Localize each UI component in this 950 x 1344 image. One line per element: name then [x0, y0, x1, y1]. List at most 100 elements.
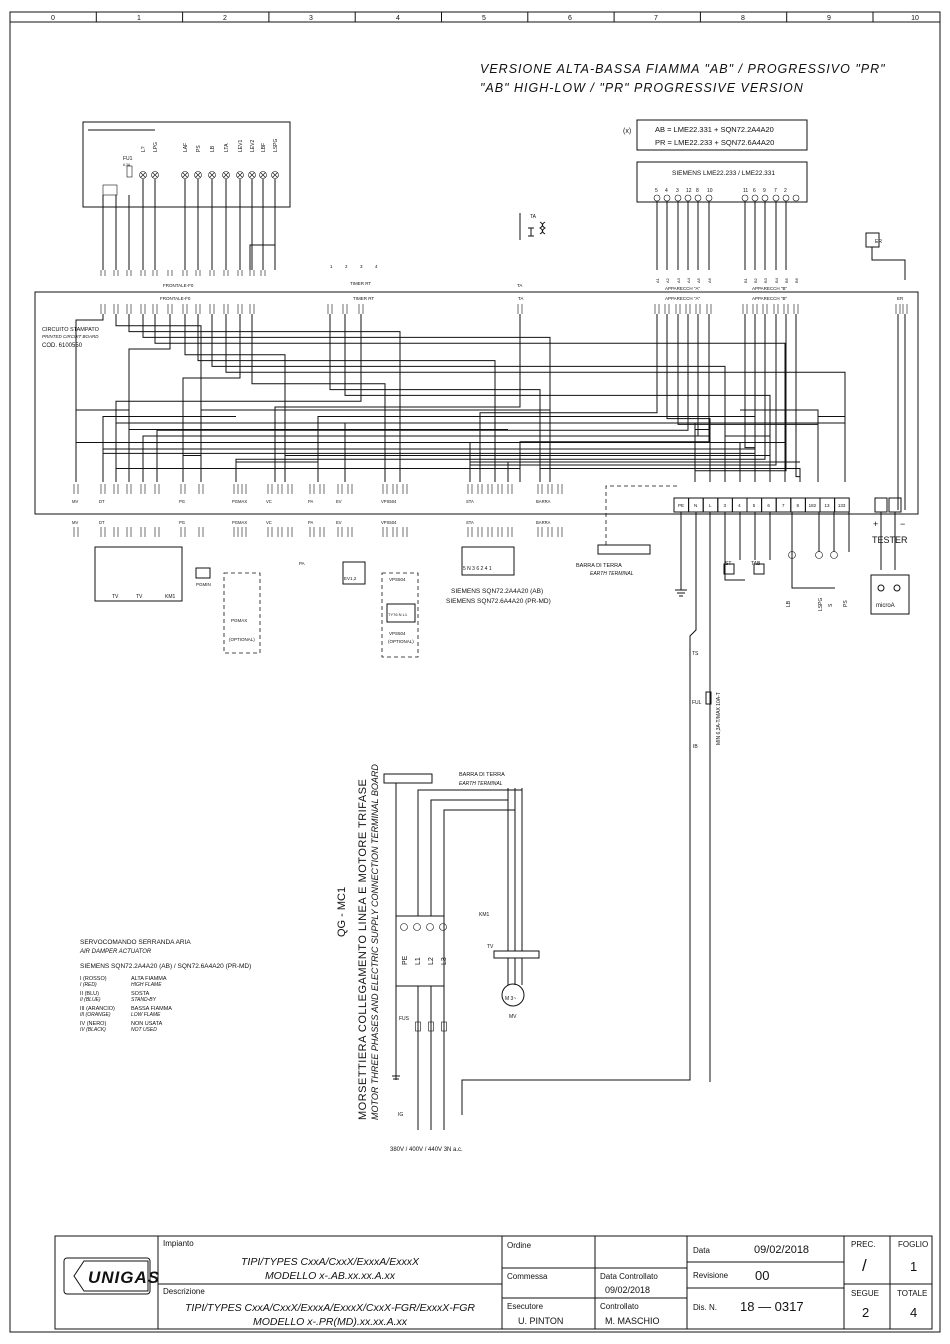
terminal-screw: [674, 194, 682, 202]
board-trace: [274, 468, 480, 482]
pin: [140, 270, 146, 276]
bottom-connector-label: EV: [336, 499, 342, 504]
totale-value: 4: [910, 1305, 917, 1320]
dis-label: Dis. N.: [693, 1303, 717, 1312]
ful-label: FUL: [692, 700, 702, 706]
board-trace: [897, 314, 906, 510]
field-devices: TV TV KM1 PGMIN PGMAX (OPTIONAL) PA EV1,…: [94, 546, 849, 658]
actuator-title-it: SERVOCOMANDO SERRANDA ARIA: [80, 939, 191, 946]
pin: [783, 304, 789, 314]
mv-label: MV: [509, 1014, 517, 1020]
pin: [167, 304, 173, 314]
pin: [654, 304, 660, 314]
data-controllato-label: Data Controllato: [600, 1272, 658, 1281]
switch-symbol: [102, 184, 118, 196]
bottom-connector-label: VPS504: [381, 520, 397, 525]
motor-terminal-screw: [413, 923, 421, 931]
revisione-value: 00: [755, 1268, 769, 1283]
legend-key-en: IV (BLACK): [80, 1027, 106, 1033]
motor-terminal-screw: [426, 923, 434, 931]
pin: [477, 527, 483, 537]
pin: [497, 527, 503, 537]
pin: [517, 304, 523, 314]
motor-label: M 3~: [505, 996, 516, 1002]
lspg-label: LSPG: [818, 598, 824, 611]
fuse-symbol: [415, 1021, 421, 1032]
legend-key: I (ROSSO): [80, 976, 107, 982]
ts-label: TS: [692, 651, 699, 657]
pin: [182, 304, 188, 314]
bottom-connector-label: PA: [308, 499, 313, 504]
bottom-connector-label: EV: [336, 520, 342, 525]
vps-label: VPS504: [389, 577, 406, 582]
board-label-en: PRINTED CIRCUIT BOARD: [42, 334, 99, 339]
board-trace: [400, 442, 471, 482]
board-wiring: [75, 314, 906, 510]
pin: [402, 527, 408, 537]
board-trace: [183, 455, 202, 482]
pin: [487, 484, 493, 494]
pin: [241, 484, 247, 494]
segue-value: 2: [862, 1305, 869, 1320]
ev-label: EV1,2: [344, 576, 357, 581]
fu1-label: FU1: [123, 156, 133, 162]
sqn-pins: 5 N 3 6 2 4 1: [463, 566, 492, 572]
vps-optional-box: [381, 572, 419, 658]
vps-label-2: VPS504: [389, 631, 406, 636]
supply-fuse-column: TS FUL MIN 6,3A-T/MAX 10A-T IB: [692, 651, 722, 750]
app-b-connector-label: APPARECCH "B": [752, 296, 788, 301]
pin: [487, 527, 493, 537]
lamp-label: LPG: [153, 142, 159, 152]
lamp-cross: [272, 172, 278, 178]
title-english: "AB" HIGH-LOW / "PR" PROGRESSIVE VERSION: [480, 81, 804, 95]
km1-label: KM1: [165, 594, 176, 600]
bottom-connector-label: STA: [466, 499, 474, 504]
motor-wiring: [392, 783, 523, 1130]
pin: [198, 484, 204, 494]
earth-bar-lower: [383, 773, 433, 784]
bottom-connector-label: PGMAX: [232, 520, 247, 525]
totale-label: TOTALE: [897, 1289, 927, 1298]
pin: [347, 484, 353, 494]
board-trace: [695, 429, 711, 482]
timer-pin: 1: [330, 264, 333, 269]
wire: [249, 179, 276, 270]
pin: [309, 527, 315, 537]
lamp-cross: [152, 172, 158, 178]
pin: [685, 304, 691, 314]
app-b-pin: B3: [763, 277, 768, 283]
pin: [126, 270, 132, 276]
lamp-symbol: [830, 551, 838, 559]
legend-key: II (BLU): [80, 991, 99, 997]
board-trace: [235, 461, 318, 482]
frontal-connector-label: FRONTALE-F0: [163, 283, 194, 288]
pin: [233, 527, 239, 537]
controllato-label: Controllato: [600, 1302, 639, 1311]
pin: [154, 527, 160, 537]
timer-pin: 2: [345, 264, 348, 269]
tab-label: TAB: [751, 561, 761, 567]
lamp-symbol: [222, 171, 230, 179]
lamp-symbol: [815, 551, 823, 559]
app-b-label: APPARECCH "B": [752, 286, 788, 291]
lamp-cross: [260, 172, 266, 178]
strip-terminal-label: N: [694, 503, 697, 508]
pin: [223, 270, 229, 276]
board-code: COD. 6100550: [42, 343, 83, 349]
lamp-label: LB: [210, 145, 216, 152]
board-trace: [345, 416, 551, 482]
board-bottom-connectors: MVMVDTDTPGPGPGMAXPGMAXVCVCPAPAEVEVVPS504…: [72, 484, 563, 537]
prec-value: /: [862, 1256, 867, 1275]
pin: [223, 304, 229, 314]
tester-label: TESTER: [872, 535, 908, 545]
sqn-line-1: SIEMENS SQN72.2A4A20 (AB): [451, 588, 543, 595]
tv-motor-label: TV: [487, 944, 494, 950]
column-number: 1: [137, 15, 141, 22]
lamp-label: LEV1: [238, 140, 244, 152]
aux-wire: [724, 512, 771, 581]
bottom-connector-label: STA: [466, 520, 474, 525]
pin: [237, 304, 243, 314]
